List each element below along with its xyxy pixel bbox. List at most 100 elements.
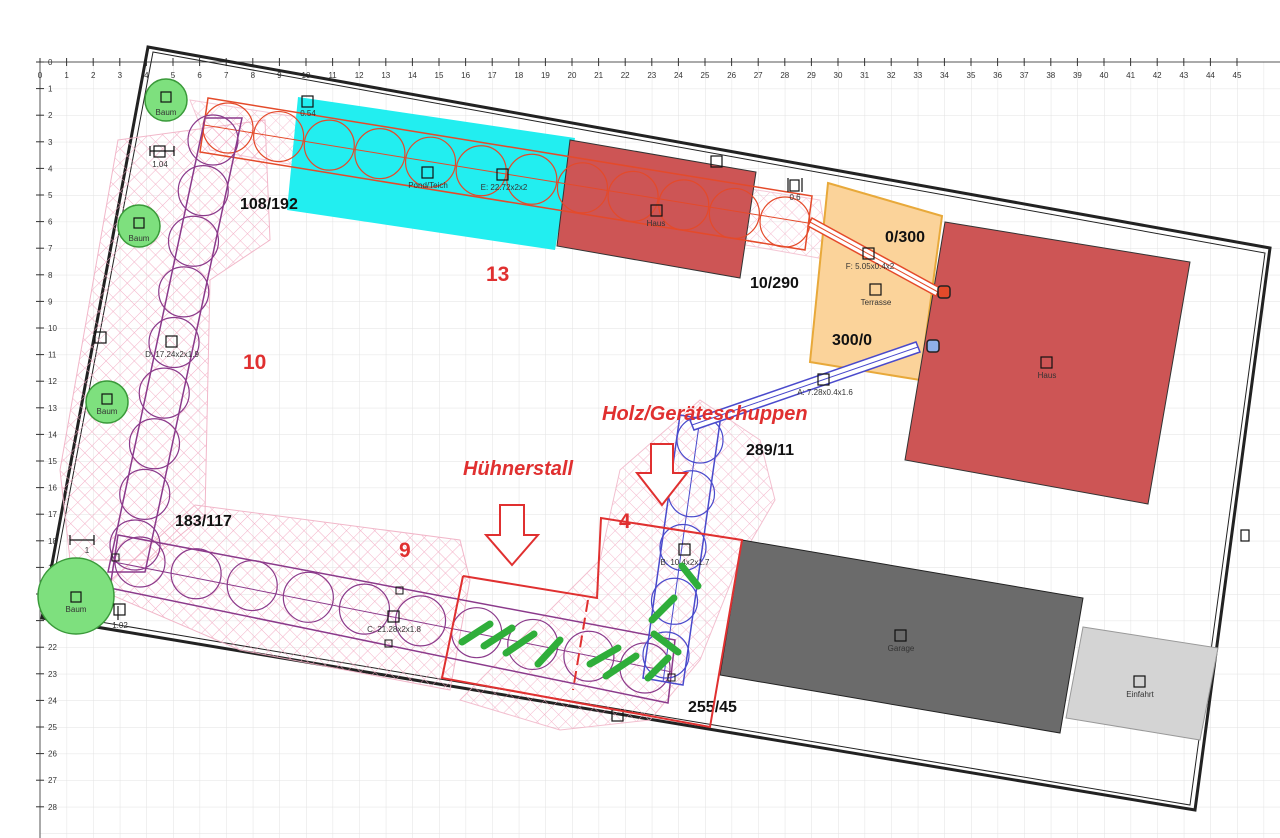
ruler-x-label: 9 [277,71,282,80]
ruler-y-label: 2 [48,111,53,120]
ruler-y-label: 25 [48,723,57,732]
ruler-x-label: 25 [701,71,710,80]
ruler-x-label: 17 [488,71,497,80]
ruler-x-label: 15 [435,71,444,80]
ruler-x-label: 21 [594,71,603,80]
planting-circle [114,536,166,588]
ruler-x-label: 22 [621,71,630,80]
ruler-y-label: 10 [48,324,57,333]
ruler-y-label: 26 [48,750,57,759]
bed-f-endpoint-handle[interactable] [937,285,951,299]
ruler-x-label: 16 [461,71,470,80]
ruler-y-label: 7 [48,244,53,253]
dimension-label: 1.04 [152,160,168,169]
ruler-x-label: 4 [144,71,149,80]
ruler-x-label: 2 [91,71,96,80]
planting-circle [253,110,305,163]
ruler-y-label: 1 [48,85,53,94]
planting-circle [354,128,406,180]
ruler-x-label: 41 [1126,71,1135,80]
ruler-y-label: 17 [48,510,57,519]
driveway-area [1065,626,1219,741]
cyan-area [287,97,575,250]
planting-circle [404,136,457,188]
planting-circle [556,162,609,214]
bed-a-centerline [691,346,919,426]
tree-label: Baum [66,605,87,614]
ruler-x-label: 45 [1233,71,1242,80]
ruler-x-label: 11 [328,71,337,80]
coop-divider [572,599,589,691]
planting-circle [303,119,355,171]
ruler-x-label: 31 [860,71,869,80]
bed-b-label: B: 10.4x2x1.7 [661,558,710,567]
bed-d [107,114,243,573]
ruler-x-label: 18 [514,71,523,80]
ruler-y-label: 6 [48,218,53,227]
ratio-label: 289/11 [746,442,794,459]
ratio-label: 108/192 [240,196,298,213]
main-house-label: Haus [1038,371,1057,380]
dimension-label: 1 [85,546,90,555]
dimension-label: 1.02 [112,621,128,630]
tree-4[interactable]: Baum [37,557,115,635]
tree-label: Baum [156,108,177,117]
ruler-x-label: 32 [887,71,896,80]
ruler-y-label: 5 [48,191,53,200]
driveway-label: Einfahrt [1126,690,1154,699]
ruler-y-label: 9 [48,297,53,306]
bed-f-label: F: 5.05x0.4x2 [846,262,895,271]
dimension-label: 0.54 [300,109,316,118]
ruler-x-label: 35 [967,71,976,80]
ruler-x-label: 20 [568,71,577,80]
bed-a-label: A: 7.28x0.4x1.6 [797,388,853,397]
ruler-x-label: 19 [541,71,550,80]
ruler-x-label: 39 [1073,71,1082,80]
ruler-x-label: 34 [940,71,949,80]
ruler-x-label: 27 [754,71,763,80]
ruler-x-label: 33 [913,71,922,80]
planting-circle [167,215,220,267]
ruler-x-label: 28 [780,71,789,80]
tree-label: Baum [97,407,118,416]
planting-circle [158,266,210,318]
ruler-x-label: 43 [1179,71,1188,80]
planting-circle [119,468,171,520]
ratio-label: 0/300 [885,229,925,246]
ruler-x-label: 13 [381,71,390,80]
shed-arrow-icon [634,443,690,507]
bed-a-endpoint-handle[interactable] [926,339,940,353]
ruler-y-label: 3 [48,138,53,147]
object-markers [94,95,1250,722]
ruler-x-label: 23 [647,71,656,80]
planting-circle [708,187,760,240]
terrace-label: Terrasse [861,298,892,307]
ratio-label: 300/0 [832,332,872,349]
ruler-y-label: 4 [48,164,53,173]
tree-1[interactable]: Baum [144,78,188,122]
ruler-y-label: 13 [48,404,57,413]
shed-annotation: Holz/Geräteschuppen [602,403,808,425]
ruler-y-label: 23 [48,670,57,679]
ruler-x-label: 3 [118,71,123,80]
ruler-y-label: 0 [48,58,53,67]
ruler-y-label: 8 [48,271,53,280]
planting-circle [282,571,334,623]
ruler-x-label: 38 [1046,71,1055,80]
tree-2[interactable]: Baum [117,204,161,248]
tree-3[interactable]: Baum [85,380,129,424]
planting-circle [338,583,391,635]
ruler-x-label: 42 [1153,71,1162,80]
planting-circle [148,316,200,369]
ruler-x-label: 26 [727,71,736,80]
ruler-x-label: 8 [251,71,256,80]
ruler-x-label: 44 [1206,71,1215,80]
garage-label: Garage [888,644,915,653]
ruler-x-label: 30 [834,71,843,80]
bed-e-label: E: 22.72x2x2 [481,183,528,192]
coop-annotation: Hühnerstall [463,458,573,480]
coop-arrow-icon [483,504,541,567]
ruler-x-label: 1 [64,71,69,80]
green-marks [458,562,702,682]
planting-circle [109,519,161,571]
